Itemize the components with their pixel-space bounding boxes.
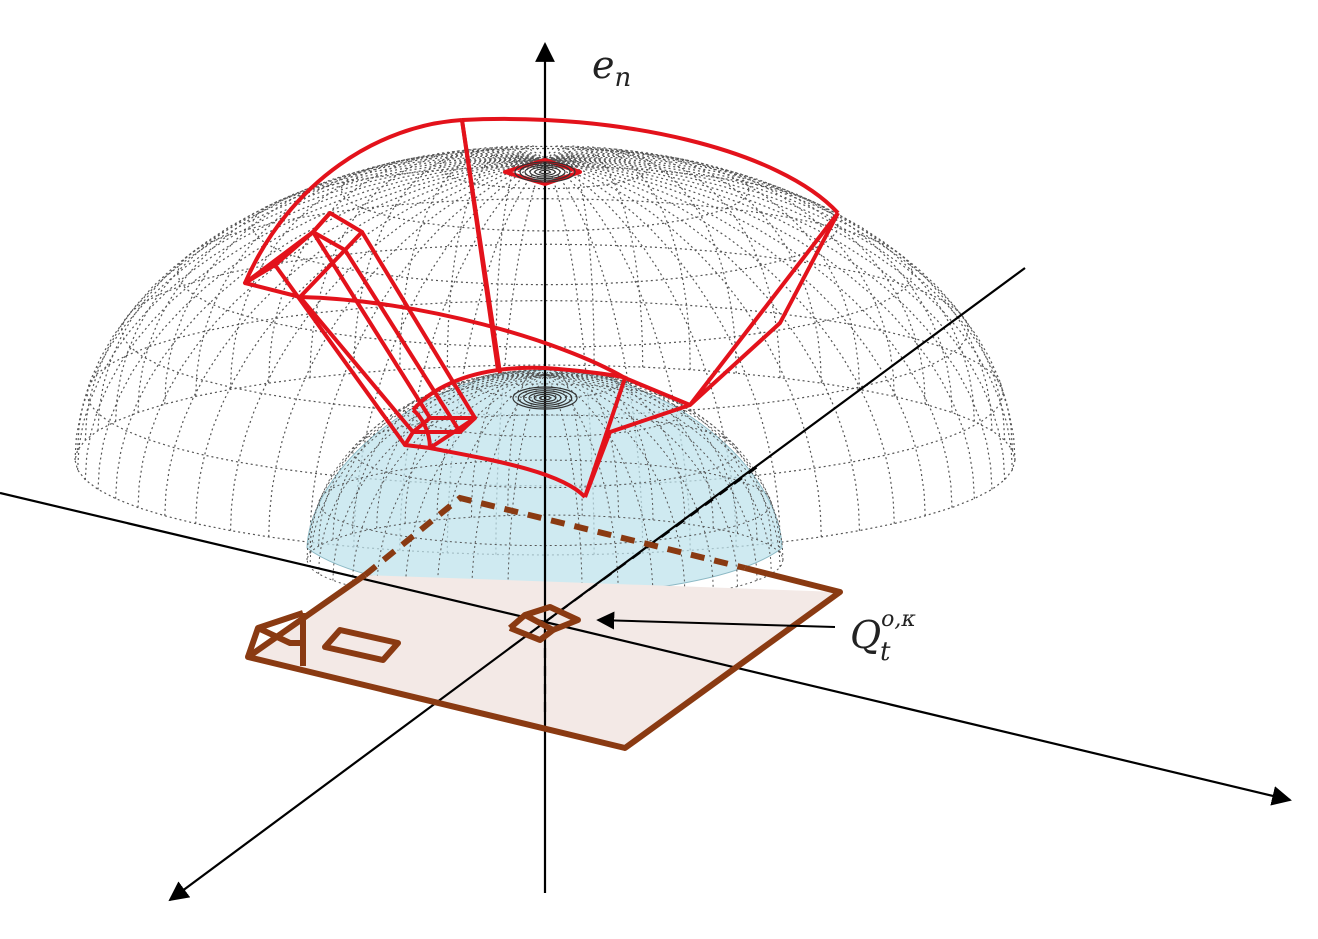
outer-pole-ring bbox=[514, 161, 576, 183]
inner-dome-meridian bbox=[544, 374, 772, 574]
outer-dome-meridian bbox=[544, 151, 861, 390]
outer-dome-meridian bbox=[97, 157, 546, 431]
outer-dome-meridian bbox=[544, 159, 993, 490]
horizontal-axis-right bbox=[544, 620, 1292, 806]
outer-pole-ring bbox=[534, 168, 556, 176]
base-rectangle bbox=[245, 565, 843, 751]
outer-dome-meridian bbox=[195, 152, 546, 397]
outer-dome-meridian bbox=[544, 159, 1013, 451]
outer-dome-meridian bbox=[544, 157, 993, 431]
label-q: Qo,κ bbox=[850, 607, 916, 657]
outer-dome-meridian bbox=[495, 144, 546, 366]
outer-dome-parallel bbox=[120, 243, 970, 417]
outer-dome-meridian bbox=[137, 155, 546, 413]
outer-dome-meridian bbox=[84, 159, 546, 480]
outer-dome-meridian bbox=[115, 159, 546, 499]
outer-dome-meridian bbox=[544, 159, 781, 543]
outer-dome-meridian bbox=[544, 159, 861, 531]
outer-dome-meridian bbox=[544, 155, 953, 413]
depth-axis-front bbox=[168, 621, 546, 902]
outer-dome-meridian bbox=[544, 146, 691, 370]
inner-dome-meridian bbox=[332, 374, 546, 581]
inner-dome-meridian bbox=[507, 369, 546, 516]
outer-dome-meridian bbox=[77, 159, 546, 451]
inner-pole-ring bbox=[512, 386, 578, 410]
label-q-sup: o,κ bbox=[881, 607, 916, 632]
outer-pole-ring bbox=[539, 169, 551, 175]
inner-pole-ring bbox=[517, 388, 573, 408]
outer-dome-meridian bbox=[164, 159, 546, 516]
inner-dome-meridian bbox=[544, 369, 583, 516]
outer-dome-meridian bbox=[195, 159, 546, 524]
outer-dome-meridian bbox=[544, 148, 781, 378]
label-en-main: e bbox=[592, 43, 615, 87]
small-cube-q bbox=[508, 604, 581, 643]
outer-dome-meridian bbox=[544, 159, 926, 516]
outer-pole-ring bbox=[524, 164, 566, 180]
label-en-sub: n bbox=[615, 63, 632, 93]
outer-dome-meridian bbox=[97, 159, 546, 490]
outer-dome-meridian bbox=[544, 159, 822, 537]
outer-dome-meridian bbox=[309, 148, 546, 378]
inner-pole-ring bbox=[523, 390, 567, 406]
outer-dome-meridian bbox=[77, 159, 546, 470]
horizontal-axis-left bbox=[0, 491, 546, 624]
base-hidden-edges bbox=[363, 494, 746, 578]
outer-dome-meridian bbox=[115, 156, 546, 422]
outer-dome-meridian bbox=[544, 159, 895, 524]
outer-dome-parallel bbox=[251, 165, 839, 286]
inner-pole-ring bbox=[528, 391, 562, 405]
inner-pole-ring bbox=[539, 395, 551, 401]
inner-dome-meridian bbox=[376, 374, 546, 592]
outer-dome-meridian bbox=[544, 154, 926, 405]
outer-dome-meridian bbox=[84, 158, 546, 441]
inner-dome-parallel bbox=[306, 514, 784, 606]
outer-dome-meridian bbox=[544, 147, 737, 374]
outer-dome-meridian bbox=[544, 149, 822, 384]
inner-dome-meridian bbox=[545, 374, 781, 554]
inner-dome-parallel bbox=[404, 383, 686, 438]
outer-dome-meridian bbox=[544, 159, 975, 499]
inner-dome-meridian bbox=[544, 374, 758, 581]
inner-dome-meridian bbox=[318, 374, 546, 574]
outer-dome-meridian bbox=[164, 154, 546, 405]
label-q-subscript: t bbox=[880, 637, 891, 667]
outer-dome-meridian bbox=[137, 159, 546, 508]
label-q-main: Q bbox=[850, 613, 881, 657]
label-en: en bbox=[592, 43, 631, 93]
inner-dome-meridian bbox=[544, 370, 654, 520]
red-wireframe bbox=[243, 116, 840, 499]
outer-dome-parallel bbox=[340, 147, 750, 232]
outer-dome-meridian bbox=[353, 147, 546, 374]
outer-dome-meridian bbox=[544, 152, 895, 397]
inner-dome-meridian bbox=[544, 374, 784, 561]
outer-dome-meridian bbox=[544, 156, 975, 422]
outer-dome-meridian bbox=[268, 149, 546, 384]
outer-pole-ring bbox=[529, 166, 561, 178]
inner-dome-meridian bbox=[544, 374, 714, 592]
pointer-arrow bbox=[596, 611, 836, 630]
outer-dome-meridian bbox=[544, 159, 1006, 480]
inner-pole-ring bbox=[533, 393, 557, 403]
outer-dome-meridian bbox=[309, 159, 546, 543]
outer-pole-ring bbox=[519, 163, 571, 181]
pole-rings bbox=[512, 161, 578, 410]
outer-dome-meridian bbox=[544, 159, 953, 508]
outer-dome-meridian bbox=[544, 144, 595, 366]
outer-dome-meridian bbox=[544, 158, 1006, 441]
inner-dome-meridian bbox=[436, 370, 546, 520]
inner-dome-meridian bbox=[306, 374, 546, 561]
outer-dome-meridian bbox=[544, 159, 1013, 470]
